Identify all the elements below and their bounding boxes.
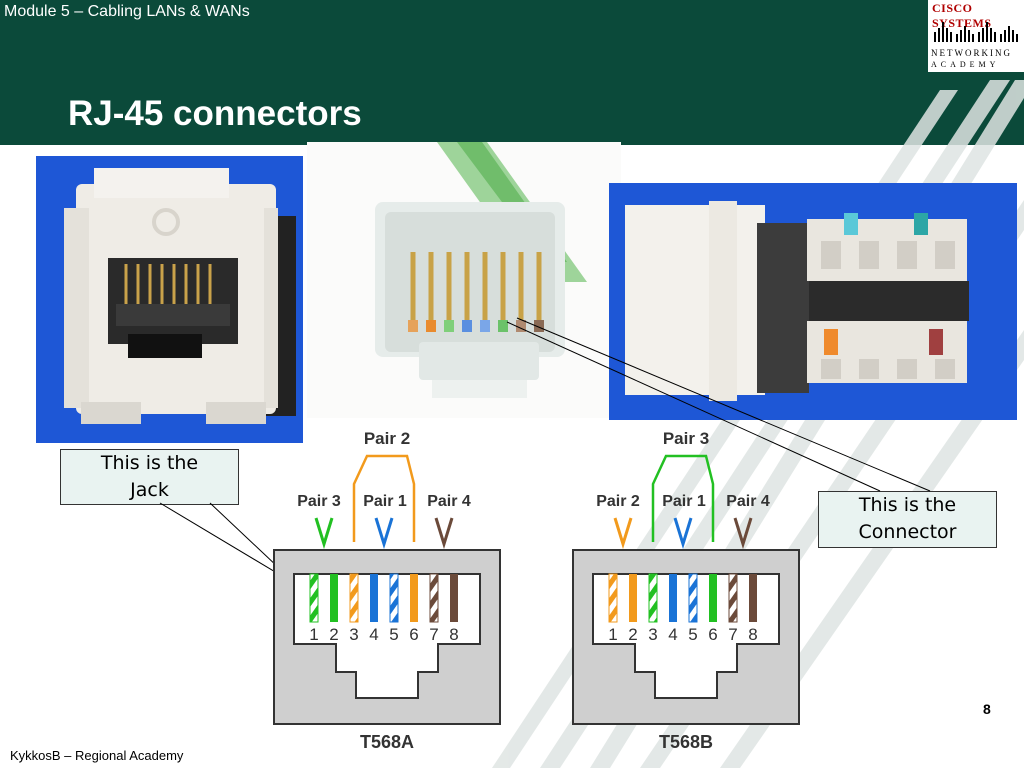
slide-header xyxy=(0,0,1024,145)
pin-number-2: 2 xyxy=(329,625,338,644)
pair-marker-2 xyxy=(374,517,394,550)
jack-callout-line1: This is the xyxy=(100,452,199,474)
side-pair-label-2: Pair 1 xyxy=(363,493,407,510)
wire-pin-3 xyxy=(349,573,359,623)
top-pair-arch xyxy=(352,454,416,542)
pin-number-4: 4 xyxy=(668,625,677,644)
pin-number-6: 6 xyxy=(409,625,418,644)
wire-pin-6 xyxy=(410,574,418,622)
wire-pin-7 xyxy=(429,573,439,623)
page-number: 8 xyxy=(983,701,991,717)
pin-number-3: 3 xyxy=(648,625,657,644)
wire-pin-1 xyxy=(608,573,618,623)
jack-callout: This is the Jack xyxy=(60,449,239,505)
connector-callout-line2: Connector xyxy=(858,521,957,543)
pair-marker-3 xyxy=(733,517,753,550)
footer-text: KykkosB – Regional Academy xyxy=(10,748,184,763)
wire-pin-6 xyxy=(709,574,717,622)
wire-pin-5 xyxy=(688,573,698,623)
pair-marker-1 xyxy=(314,517,334,550)
wire-pin-4 xyxy=(370,574,378,622)
pin-number-7: 7 xyxy=(728,625,737,644)
wire-pin-1 xyxy=(309,573,319,623)
pin-number-6: 6 xyxy=(708,625,717,644)
connector-callout-line1: This is the xyxy=(858,494,957,516)
connector-photo xyxy=(307,142,621,418)
pin-number-8: 8 xyxy=(449,625,458,644)
jack-callout-line2: Jack xyxy=(130,479,169,501)
wire-pin-8 xyxy=(749,574,757,622)
pin-number-8: 8 xyxy=(748,625,757,644)
wire-pin-7 xyxy=(728,573,738,623)
side-pair-label-3: Pair 4 xyxy=(726,493,770,510)
connector-callout: This is the Connector xyxy=(818,491,997,548)
wire-pin-5 xyxy=(389,573,399,623)
pin-number-7: 7 xyxy=(429,625,438,644)
jack-rear-photo xyxy=(609,183,1017,420)
pin-number-5: 5 xyxy=(688,625,697,644)
pin-number-2: 2 xyxy=(628,625,637,644)
pair-marker-2 xyxy=(673,517,693,550)
standard-label: T568A xyxy=(360,732,414,752)
top-pair-label: Pair 3 xyxy=(663,429,709,448)
pin-number-4: 4 xyxy=(369,625,378,644)
logo-brand: CISCO SYSTEMS xyxy=(932,1,992,30)
pair-marker-3 xyxy=(434,517,454,550)
side-pair-label-3: Pair 4 xyxy=(427,493,471,510)
side-pair-label-2: Pair 1 xyxy=(662,493,706,510)
logo-line1: NETWORKING xyxy=(931,48,1012,58)
wire-pin-8 xyxy=(450,574,458,622)
logo-bars-icon xyxy=(934,22,1018,42)
side-pair-label-1: Pair 3 xyxy=(297,493,341,510)
pin-number-1: 1 xyxy=(309,625,318,644)
pin-number-3: 3 xyxy=(349,625,358,644)
jack-front-photo xyxy=(36,156,303,443)
logo-line2: ACADEMY xyxy=(931,60,1000,69)
top-pair-label: Pair 2 xyxy=(364,429,410,448)
slide-title: RJ-45 connectors xyxy=(68,94,362,133)
standard-label: T568B xyxy=(659,732,713,752)
wire-pin-3 xyxy=(648,573,658,623)
module-title: Module 5 – Cabling LANs & WANs xyxy=(4,3,250,20)
top-pair-arch xyxy=(651,454,715,542)
pin-number-1: 1 xyxy=(608,625,617,644)
pin-number-5: 5 xyxy=(389,625,398,644)
side-pair-label-1: Pair 2 xyxy=(596,493,640,510)
cisco-logo: CISCO SYSTEMS NETWORKING ACADEMY xyxy=(928,0,1024,72)
pair-marker-1 xyxy=(613,517,633,550)
wire-pin-4 xyxy=(669,574,677,622)
wire-pin-2 xyxy=(629,574,637,622)
wire-pin-2 xyxy=(330,574,338,622)
